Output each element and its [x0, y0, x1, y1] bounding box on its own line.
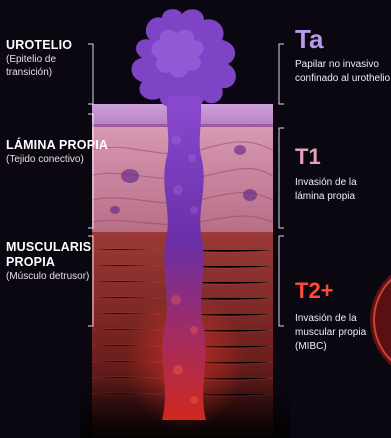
stage-desc-ta: Papilar no invasivo confinado al urothel… — [295, 58, 390, 86]
layer-subtitle: (Epitelio de transición) — [6, 53, 72, 79]
layer-title: LÁMINA PROPIA — [6, 138, 108, 153]
layer-title: MUSCULARIS PROPIA — [6, 240, 91, 270]
stage-desc-t2: Invasión de la muscular propia (MIBC) — [295, 312, 366, 354]
stage-desc-t1: Invasión de la lámina propia — [295, 176, 357, 204]
label-urotelio: UROTELIO (Epitelio de transición) — [6, 38, 72, 79]
stage-code-t2: T2+ — [295, 278, 334, 304]
layer-subtitle: (Músculo detrusor) — [6, 270, 91, 283]
stage-code-ta: Ta — [295, 24, 323, 55]
label-lamina-propia: LÁMINA PROPIA (Tejido conectivo) — [6, 138, 108, 166]
layer-subtitle: (Tejido conectivo) — [6, 153, 108, 166]
stage-code-t1: T1 — [295, 144, 321, 170]
label-muscularis-propia: MUSCULARIS PROPIA (Músculo detrusor) — [6, 240, 91, 283]
layer-title: UROTELIO — [6, 38, 72, 53]
